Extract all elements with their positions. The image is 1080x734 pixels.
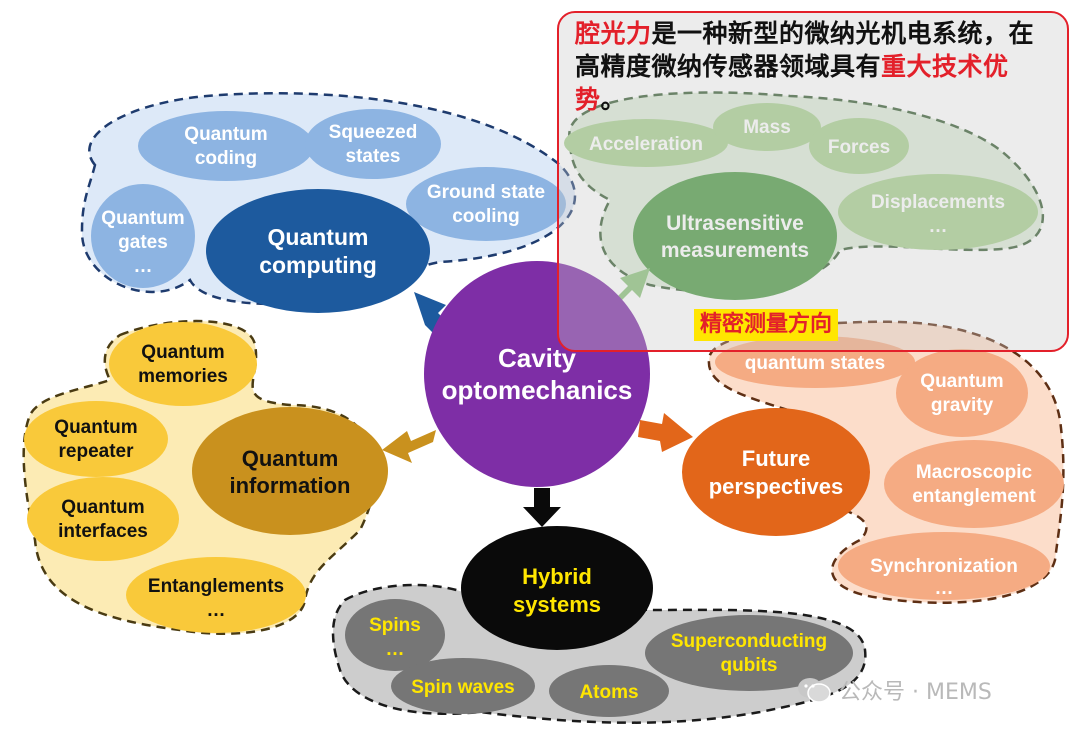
hybrid-node [461, 526, 653, 650]
entanglements-node [126, 557, 306, 633]
connector-arrows [382, 268, 693, 527]
synchronization-label: Synchronization… [870, 556, 1018, 599]
callout-text: 腔光力是一种新型的微纳光机电系统，在高精度微纳传感器领域具有重大技术优势。 [575, 17, 1055, 116]
arrow-to-hybrid [523, 488, 561, 527]
spin-waves-node [391, 658, 535, 714]
callout-end: 。 [600, 85, 627, 114]
watermark: 公众号 · MEMS [797, 673, 992, 707]
quantum-coding-node [138, 111, 314, 181]
arrow-to-future [638, 413, 693, 452]
arrow-to-quantum-information [382, 430, 436, 463]
quantum-memories-node [109, 322, 257, 406]
forces-label: Forces [828, 137, 890, 158]
synchronization-node [838, 532, 1050, 600]
arrow-to-ultrasensitive [612, 268, 650, 306]
ultrasensitive-node [633, 172, 837, 300]
future-node [682, 408, 870, 536]
atoms-node [549, 665, 669, 717]
callout-tag: 精密测量方向 [694, 309, 839, 341]
mass-node [713, 103, 821, 151]
mass-label: Mass [743, 117, 791, 138]
squeezed-states-node [305, 109, 441, 179]
displacements-label: Displacements… [871, 192, 1005, 237]
spins-label: Spins… [369, 615, 421, 660]
spins-node [345, 599, 445, 671]
ground-state-cooling-node [406, 167, 566, 241]
center-node [424, 261, 650, 487]
quantum-repeater-node [24, 401, 168, 477]
atoms-label: Atoms [579, 682, 638, 703]
acceleration-label: Acceleration [589, 134, 703, 155]
quantum-computing-node [206, 189, 430, 313]
ultrasensitive-cluster: Acceleration Mass Forces Displacements… … [564, 91, 1045, 300]
quantum-gravity-node [896, 349, 1028, 437]
quantum-information-node [192, 407, 388, 535]
callout-highlight-1: 腔光力 [575, 19, 652, 48]
entanglements-label: Entanglements… [148, 576, 284, 621]
quantum-interfaces-node [27, 477, 179, 561]
quantum-gates-node [91, 184, 195, 288]
quantum-states-node [715, 336, 915, 388]
callout-highlight-2: 重大技术优势 [575, 52, 1009, 114]
callout-box: 腔光力是一种新型的微纳光机电系统，在高精度微纳传感器领域具有重大技术优势。 精密… [557, 11, 1069, 352]
wechat-icon [798, 678, 831, 703]
callout-body: 是一种新型的微纳光机电系统，在高精度微纳传感器领域具有 [575, 19, 1035, 81]
displacements-node [838, 174, 1038, 250]
acceleration-node [564, 119, 728, 167]
superconducting-qubits-node [645, 615, 853, 691]
spin-waves-label: Spin waves [411, 677, 515, 698]
macroscopic-entanglement-node [884, 440, 1064, 528]
watermark-text: 公众号 · MEMS [839, 680, 992, 705]
quantum-states-label: quantum states [745, 353, 885, 374]
forces-node [809, 118, 909, 174]
